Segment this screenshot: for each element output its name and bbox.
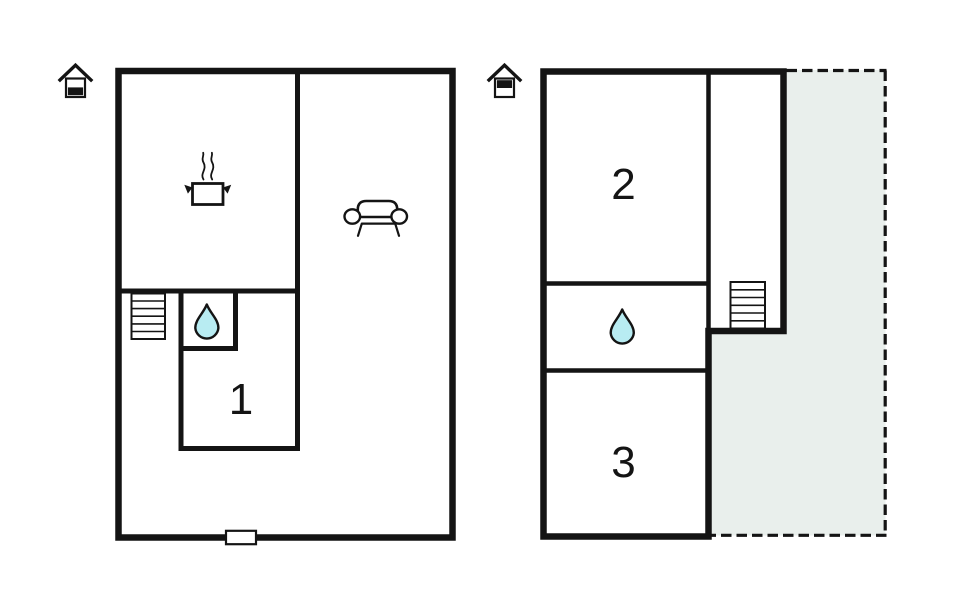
upper-floor-plan: 2 3 <box>486 62 887 540</box>
cooking-pot-icon <box>184 151 232 206</box>
terrace-area <box>710 68 887 537</box>
stairs-icon <box>130 292 166 340</box>
room-1-label: 1 <box>229 375 253 424</box>
interior-walls <box>118 71 300 451</box>
water-drop-icon <box>194 303 220 340</box>
stairs-icon <box>729 281 766 330</box>
room-3-label: 3 <box>611 438 635 487</box>
water-drop-icon <box>609 308 635 345</box>
house-ground-floor-icon <box>57 62 94 99</box>
house-upper-floor-icon <box>486 62 523 99</box>
outer-wall <box>115 67 456 541</box>
entrance-door <box>224 529 258 546</box>
sofa-icon <box>343 199 409 237</box>
terrace-dashed-outline <box>710 68 887 537</box>
steam-icon <box>201 151 215 181</box>
ground-floor-plan: 1 <box>57 62 456 546</box>
room-2-label: 2 <box>611 160 635 209</box>
terrace-fill <box>711 70 886 536</box>
interior-walls <box>543 71 711 373</box>
